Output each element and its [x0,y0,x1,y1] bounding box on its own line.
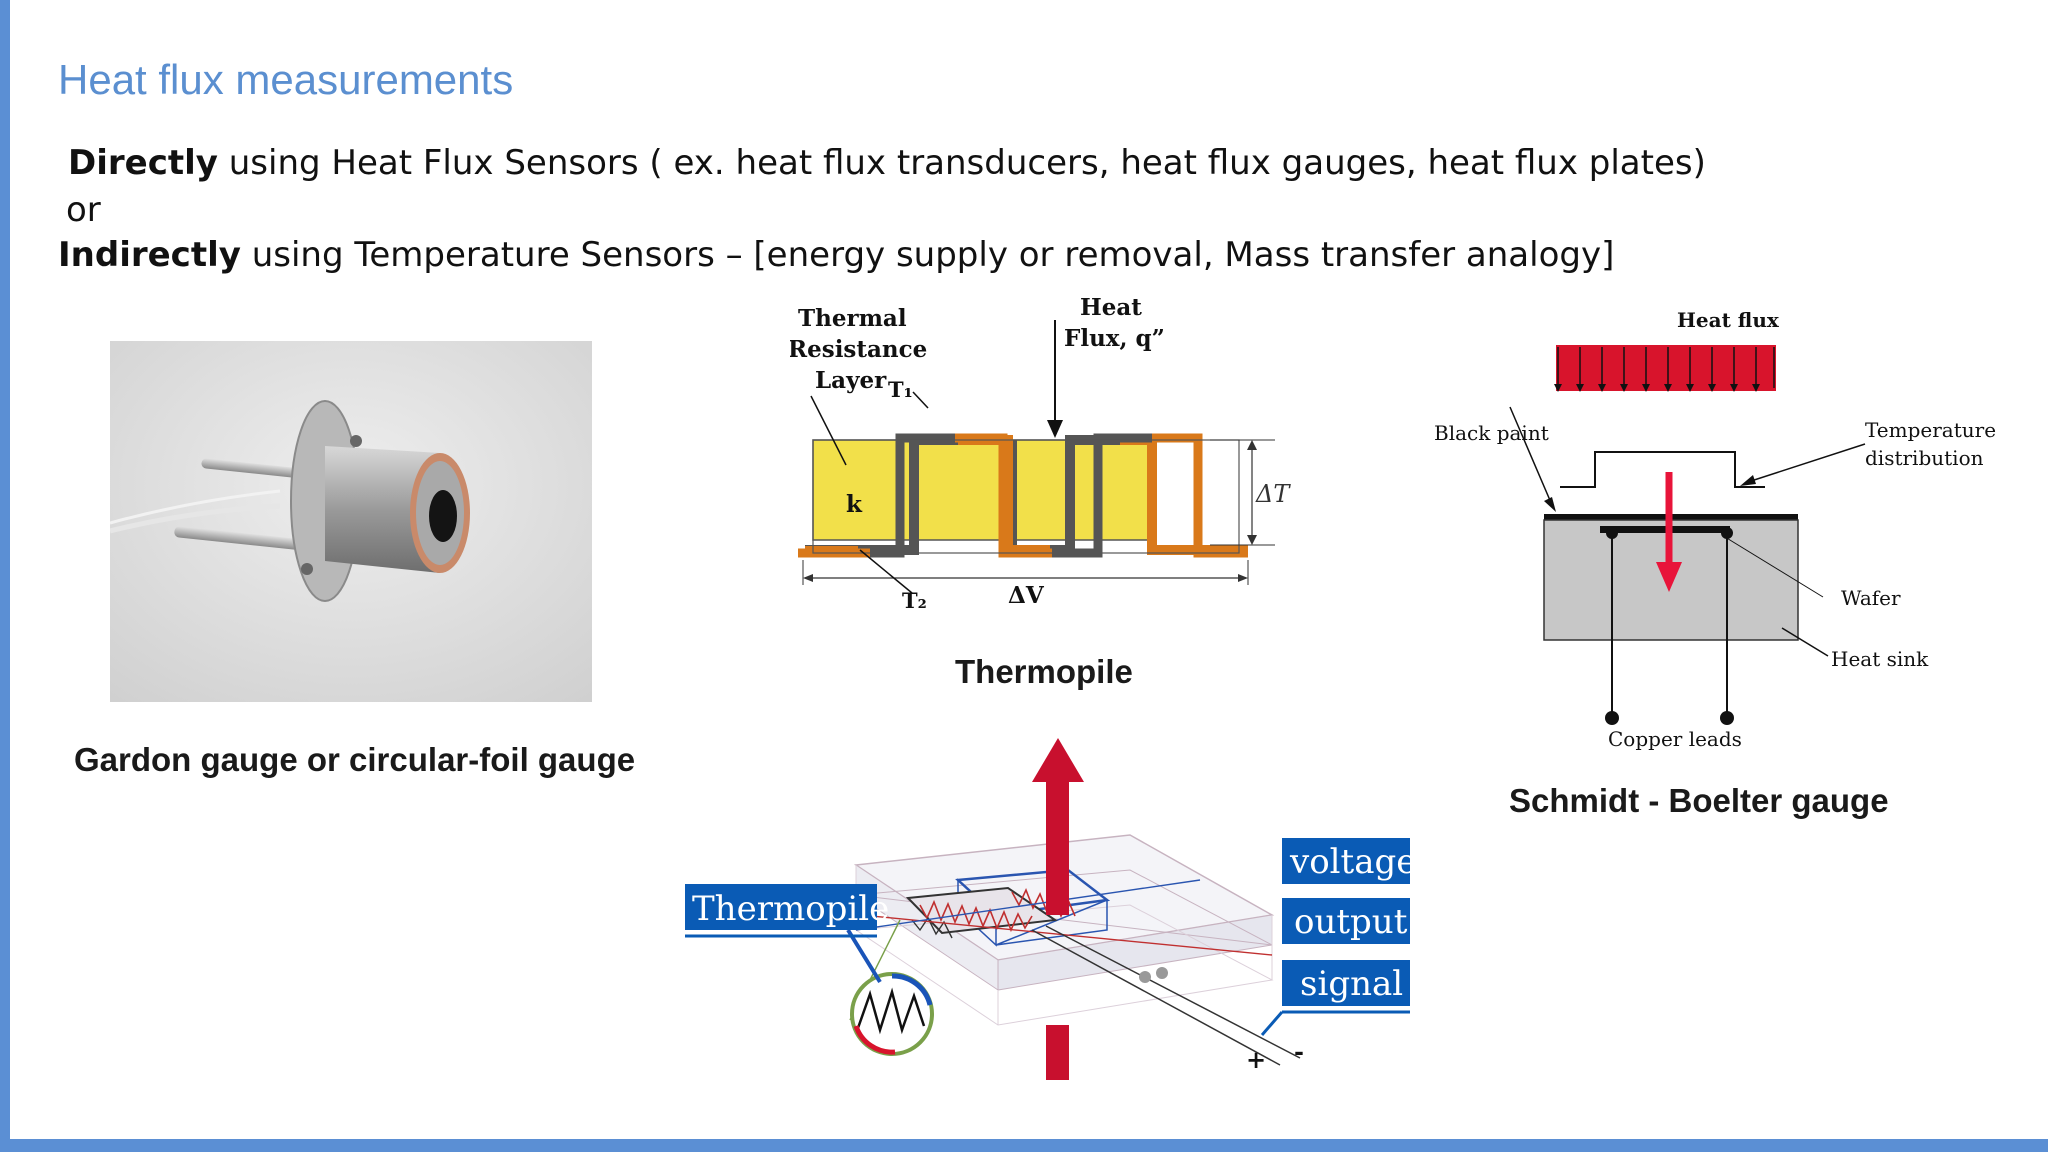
direct-line: Directly using Heat Flux Sensors ( ex. h… [68,143,1706,183]
bottom-accent-bar [0,1139,2048,1152]
tag-output: output [1294,902,1408,942]
gardon-caption: Gardon gauge or circular-foil gauge [74,741,636,778]
schmidt-label-wafer: Wafer [1841,586,1901,610]
thermopile-label-heat-1: Heat [1080,294,1142,321]
thermopile-label-dt: ΔT [1255,480,1291,508]
schmidt-label-temp-2: distribution [1865,446,1984,470]
schmidt-label-black-paint: Black paint [1434,421,1549,445]
indirect-line: Indirectly using Temperature Sensors – [… [58,235,1614,275]
thermopile-caption: Thermopile [955,653,1133,690]
tag-signal: signal [1300,964,1403,1004]
thermopile-label-t1: T₁ [888,377,913,402]
or-line: or [66,190,101,230]
tag-voltage: voltage [1289,842,1416,882]
thermopile-label-t2: T₂ [902,588,927,613]
gardon-gauge-photo [110,341,592,702]
schmidt-label-temp-1: Temperature [1865,418,1996,442]
thermopile-label-thermal-2: Resistance [790,336,927,363]
thermopile-label-thermal-3: Layer [815,367,887,394]
indirect-lead: Indirectly [58,235,241,275]
thermopile-label-k: k [846,491,863,518]
schmidt-label-heat-sink: Heat sink [1831,647,1929,671]
direct-rest: using Heat Flux Sensors ( ex. heat flux … [217,143,1706,183]
thermopile-label-heat-2: Flux, q” [1064,325,1165,352]
schmidt-boelter-diagram: Heat flux Black paint Temperature distri… [1434,308,1996,751]
indirect-rest: using Temperature Sensors – [energy supp… [240,235,1615,275]
lead-minus: - [1294,1037,1304,1066]
left-accent-bar [0,0,10,1152]
thermopile-label-dv: ΔV [1008,582,1045,609]
thermopile-sensor-illustration: Thermopile voltage output signal + - [685,738,1416,1080]
tag-thermopile: Thermopile [692,889,889,929]
slide-title: Heat flux measurements [58,56,514,103]
direct-lead: Directly [68,143,218,183]
lead-plus: + [1246,1045,1266,1074]
thermopile-label-thermal-1: Thermal [798,305,907,332]
schmidt-label-copper: Copper leads [1608,727,1742,751]
schmidt-label-heat-flux: Heat flux [1677,308,1780,332]
schmidt-caption: Schmidt - Boelter gauge [1509,782,1889,819]
thermopile-diagram: Thermal Resistance Layer Heat Flux, q” T… [790,294,1291,613]
